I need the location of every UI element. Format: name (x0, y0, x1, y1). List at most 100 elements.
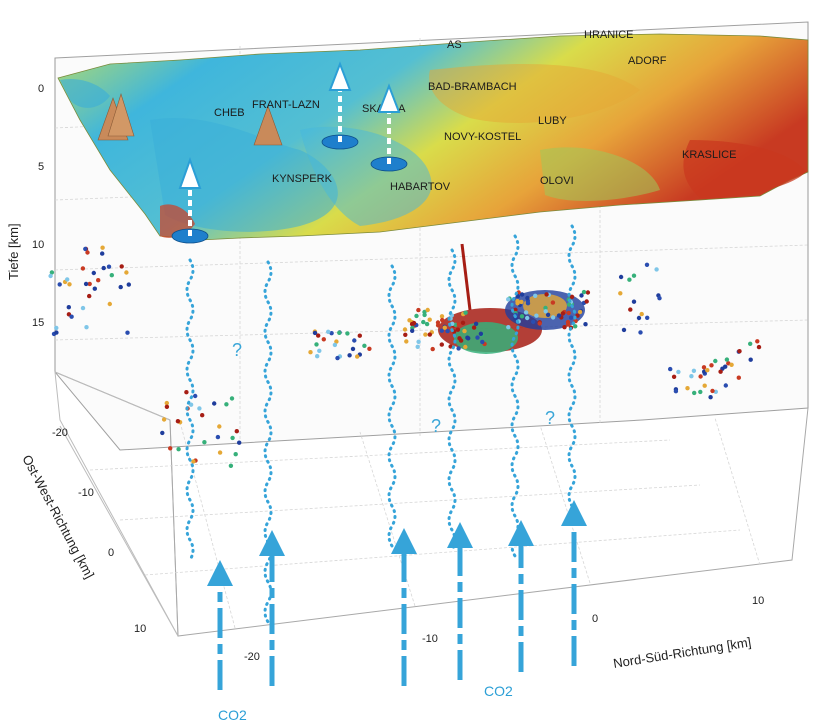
earthquake-dot (550, 315, 556, 320)
town-label: AS (447, 39, 462, 51)
earthquake-dot (439, 328, 444, 333)
unknown-mark: ? (545, 408, 555, 428)
earthquake-dot (723, 383, 728, 388)
earthquake-dot (411, 320, 417, 326)
earthquake-dot (543, 309, 548, 314)
earthquake-dot (357, 333, 362, 338)
earthquake-dot (416, 307, 421, 313)
earthquake-dot (91, 270, 97, 276)
co2-arrow-icon (259, 530, 285, 686)
co2-arrow-icon (391, 528, 417, 686)
earthquake-dot (565, 322, 571, 327)
earthquake-dot (421, 319, 426, 325)
earthquake-dot (748, 341, 753, 346)
town-label: NOVY-KOSTEL (444, 131, 521, 143)
earthquake-dot (471, 325, 477, 330)
earthquake-dot (362, 343, 367, 348)
earthquake-dot (562, 325, 567, 330)
earthquake-dot (577, 309, 583, 315)
earthquake-dot (96, 278, 101, 283)
earthquake-dot (350, 346, 356, 352)
earthquake-dot (550, 300, 556, 305)
earthquake-dot (701, 365, 707, 370)
earthquake-dot (423, 332, 428, 337)
earthquake-dot (229, 396, 235, 401)
earthquake-dot (404, 339, 409, 344)
ns-tick: 10 (752, 595, 764, 607)
white-arrow-icon (178, 157, 202, 236)
surface-vents (171, 61, 408, 244)
earthquake-dot (581, 289, 587, 295)
earthquake-dot (631, 273, 637, 278)
earthquake-dot (66, 305, 72, 310)
earthquake-dot (80, 266, 86, 271)
earthquake-dot (636, 315, 642, 321)
earthquake-dot (585, 290, 591, 295)
earthquake-dot (217, 424, 222, 429)
earthquake-dot (691, 368, 697, 373)
earthquake-dot (161, 417, 167, 422)
earthquake-dot (480, 339, 485, 345)
earthquake-dot (748, 357, 753, 362)
earthquake-dot (326, 329, 331, 334)
depth-tick: 0 (38, 83, 44, 95)
earthquake-dot (215, 434, 221, 440)
earthquake-dot (202, 440, 207, 445)
earthquake-dot (347, 353, 352, 358)
earthquake-dot (560, 311, 566, 316)
earthquake-dot (67, 282, 72, 287)
earthquake-dot (583, 322, 588, 327)
earthquake-dot (584, 299, 589, 304)
earthquake-dot (475, 335, 480, 340)
earthquake-dot (473, 321, 479, 326)
earthquake-dot (87, 293, 92, 299)
earthquake-dot (119, 264, 124, 269)
depth-tick: 5 (38, 161, 44, 173)
earthquake-dot (531, 319, 536, 324)
town-label: OLOVI (540, 175, 574, 187)
earthquake-dot (217, 450, 223, 455)
earthquake-dot (332, 342, 338, 348)
earthquake-dot (427, 317, 432, 322)
earthquake-dot (439, 314, 445, 319)
earthquake-dot (49, 270, 55, 275)
earthquake-dot (545, 312, 551, 317)
volcano-icon (253, 105, 283, 146)
town-label: HABARTOV (390, 181, 451, 193)
earthquake-dot (708, 395, 713, 400)
earthquake-dot (87, 281, 92, 287)
earthquake-dot (234, 429, 239, 434)
co2-label: CO2 (218, 707, 247, 723)
earthquake-dot (654, 267, 659, 272)
earthquake-dot (84, 325, 89, 330)
earthquake-dot (724, 357, 730, 362)
earthquake-dot (230, 435, 235, 441)
ns-tick: 0 (592, 613, 598, 625)
ew-tick: -20 (52, 427, 68, 439)
earthquake-dot (57, 282, 62, 287)
earthquake-dot (106, 264, 112, 269)
earthquake-dot (92, 286, 98, 291)
fluid-path (387, 264, 397, 548)
earthquake-dot (544, 292, 549, 297)
earthquake-dot (710, 388, 715, 394)
ew-tick: -10 (78, 487, 94, 499)
earthquake-dot (414, 313, 419, 319)
fluid-paths (185, 224, 577, 624)
earthquake-dot (668, 366, 673, 372)
volcano-icon (107, 92, 135, 137)
earthquake-dot (566, 302, 572, 307)
earthquake-dot (224, 402, 229, 407)
earthquake-dot (191, 459, 196, 464)
co2-arrows (207, 500, 587, 690)
earthquake-dot (237, 440, 242, 445)
earthquake-dot (569, 294, 575, 299)
earthquake-dot (579, 293, 584, 298)
earthquake-dot (737, 349, 742, 354)
earthquake-dot (463, 310, 468, 315)
earthquake-dot (435, 323, 441, 328)
earthquake-dot (519, 314, 525, 319)
earthquake-dot (756, 344, 762, 350)
earthquake-dot (335, 355, 340, 361)
